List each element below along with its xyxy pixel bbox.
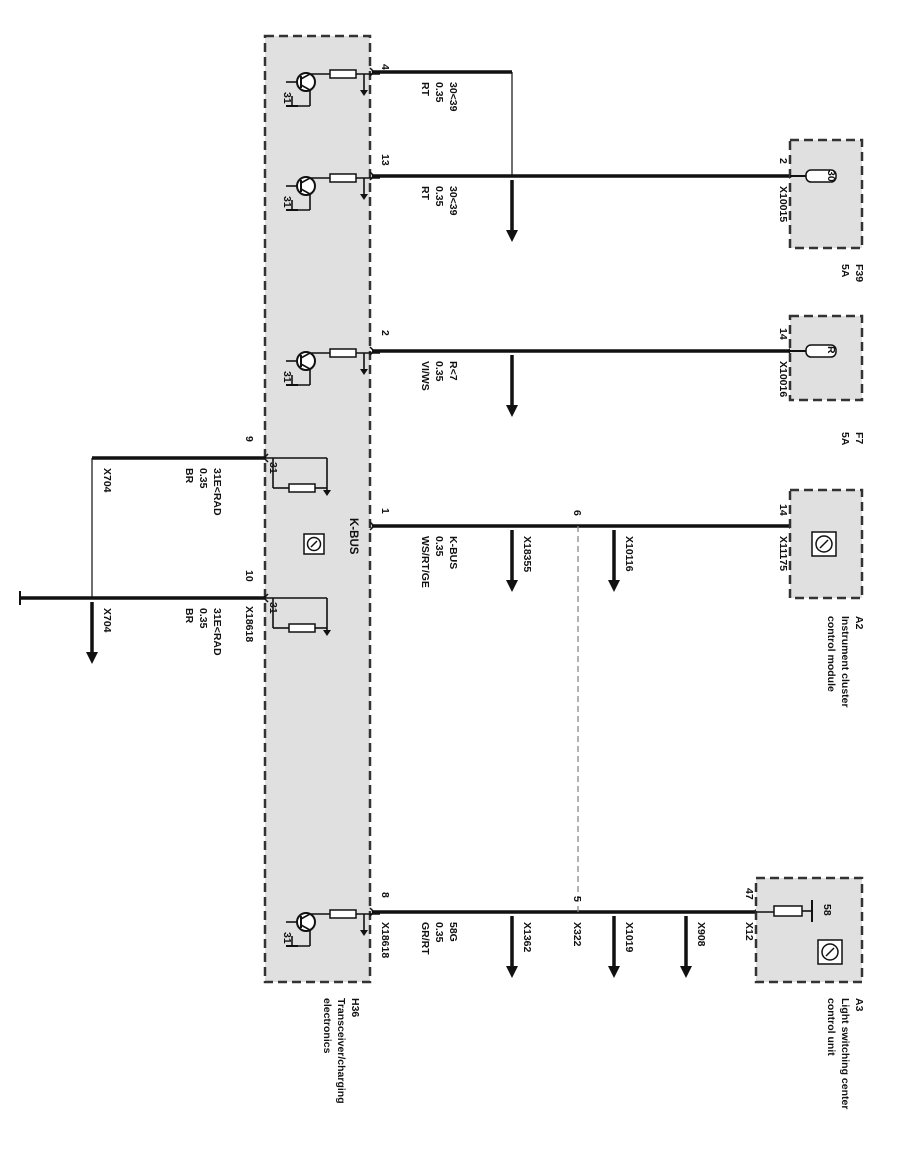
a2-id: A2	[853, 616, 865, 630]
pin-13: 13	[379, 154, 391, 166]
connector-x18618-pin10: X18618	[243, 606, 255, 642]
h36-name-line2: electronics	[321, 998, 333, 1054]
arrow-pin13-down[interactable]	[504, 178, 520, 244]
connector-x704-pin10: X704	[101, 608, 113, 633]
ground-label-pin13: 31	[281, 196, 293, 208]
arrow-x704-down[interactable]	[84, 600, 100, 666]
ground-label-pin2: 31	[281, 371, 293, 383]
wire-label-c4-2: 0.35	[433, 536, 445, 557]
wire-label-c5-2: 0.35	[433, 922, 445, 943]
h36-name-line1: Transceiver/charging	[335, 998, 347, 1104]
wire-label-c1-3: RT	[419, 82, 431, 97]
connector-x10116: X10116	[623, 536, 635, 572]
a2-pin-14: 14	[777, 504, 789, 516]
f7-id: F7	[853, 432, 865, 444]
ground-label-pin9: 31	[267, 462, 279, 474]
pin-2: 2	[379, 330, 391, 336]
connector-x18618-pin8: X18618	[379, 922, 391, 958]
f7-fuse-box[interactable]	[788, 314, 864, 402]
f39-fuse-box[interactable]	[788, 138, 864, 250]
a3-pin-47: 47	[743, 888, 755, 900]
f39-id: F39	[853, 264, 865, 282]
arrow-x1019-down[interactable]	[606, 914, 622, 980]
a3-id: A3	[853, 998, 865, 1012]
h36-module[interactable]	[263, 34, 372, 984]
connector-x322: X322	[571, 922, 583, 947]
f7-terminal: R	[825, 346, 837, 354]
f7-rating: 5A	[839, 432, 851, 446]
a3-connector: X12	[743, 922, 755, 941]
a3-bus-icon	[817, 939, 843, 965]
pin-1: 1	[379, 508, 391, 514]
pin-10: 10	[243, 570, 255, 582]
wire-label-g2-3: BR	[183, 608, 195, 624]
connector-x1362: X1362	[521, 922, 533, 953]
a3-terminal: 58	[821, 904, 833, 916]
wire-label-c4-1: K-BUS	[447, 536, 459, 569]
f39-rating: 5A	[839, 264, 851, 278]
ground-label-pin8: 31	[281, 932, 293, 944]
wire-label-c5-3: GR/RT	[419, 922, 431, 955]
h36-id: H36	[349, 998, 361, 1017]
wire-label-c2-3: RT	[419, 186, 431, 201]
wire-label-g2-2: 0.35	[197, 608, 209, 629]
a2-bus-icon	[811, 531, 837, 557]
wire-label-g1-2: 0.35	[197, 468, 209, 489]
splice-pin-6: 6	[571, 510, 583, 516]
wire-label-c1-1: 30<39	[447, 82, 459, 112]
a2-connector: X11175	[777, 536, 789, 571]
a3-module[interactable]	[754, 876, 864, 984]
wire-label-c4-3: WS/RT/GE	[419, 536, 431, 588]
a3-name-line2: control unit	[825, 998, 837, 1056]
pin-9: 9	[243, 436, 255, 442]
a2-name-line1: Instrument cluster	[839, 616, 851, 708]
a2-name-line2: control module	[825, 616, 837, 692]
wire-label-g1-3: BR	[183, 468, 195, 484]
wire-label-g2-1: 31E<RAD	[211, 608, 223, 656]
wire-label-g1-1: 31E<RAD	[211, 468, 223, 516]
wire-label-c3-1: R<7	[447, 361, 459, 381]
ground-label-pin10: 31	[267, 602, 279, 614]
pin-4: 4	[379, 64, 391, 70]
f7-connector: X10016	[777, 361, 789, 397]
pin-8: 8	[379, 892, 391, 898]
wire-label-c3-3: VI/WS	[419, 361, 431, 391]
f39-terminal: 30	[825, 170, 837, 182]
connector-x908: X908	[695, 922, 707, 947]
wire-label-c2-2: 0.35	[433, 186, 445, 207]
wire-label-c3-2: 0.35	[433, 361, 445, 382]
kbus-icon	[303, 533, 325, 555]
wire-label-c1-2: 0.35	[433, 82, 445, 103]
kbus-label: K-BUS	[347, 518, 359, 555]
wire-label-c5-1: 58G	[447, 922, 459, 942]
arrow-x1362-down[interactable]	[504, 914, 520, 980]
f39-connector: X10015	[777, 186, 789, 222]
arrow-x10116-down[interactable]	[606, 528, 622, 594]
ground-label-pin4: 31	[281, 92, 293, 104]
arrow-x18355-down[interactable]	[504, 528, 520, 594]
a3-name-line1: Light switching center	[839, 998, 851, 1109]
wire-label-c2-1: 30<39	[447, 186, 459, 216]
splice-pin-5: 5	[571, 896, 583, 902]
f7-pin-14: 14	[777, 328, 789, 340]
f7-fuse-symbol	[790, 344, 837, 358]
f39-pin-2: 2	[777, 158, 789, 164]
f39-fuse-symbol	[790, 169, 837, 183]
connector-x18355: X18355	[521, 536, 533, 572]
arrow-pin2-down[interactable]	[504, 353, 520, 419]
a3-internal-circuit	[756, 900, 813, 922]
arrow-x908-down[interactable]	[678, 914, 694, 980]
connector-x1019: X1019	[623, 922, 635, 953]
connector-x704-pin9: X704	[101, 468, 113, 493]
